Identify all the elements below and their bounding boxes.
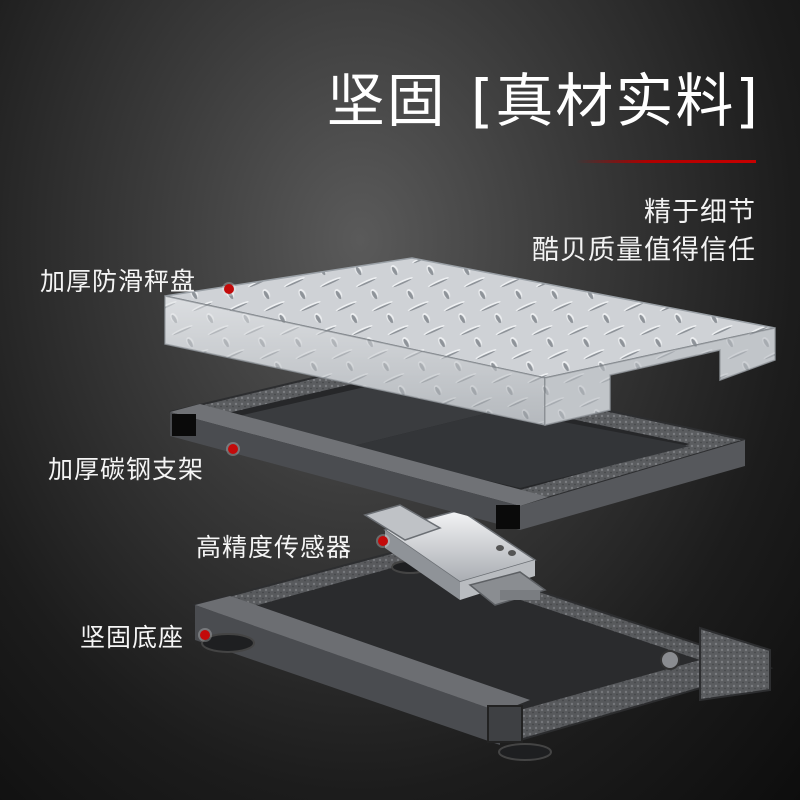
callout-label-frame: 加厚碳钢支架 — [48, 455, 205, 484]
headline-bracketed: [真材实料] — [470, 67, 760, 135]
callout-label-sensor: 高精度传感器 — [196, 533, 353, 562]
callout-label-plate: 加厚防滑秤盘 — [40, 267, 197, 296]
callout-marker-base — [200, 630, 210, 640]
tagline-line-2: 酷贝质量值得信任 — [532, 235, 756, 266]
callout-label-base: 坚固底座 — [80, 623, 185, 652]
tagline-line-1: 精于细节 — [644, 197, 756, 228]
callout-marker-frame — [228, 444, 238, 454]
load-cell-sensor — [363, 504, 547, 606]
headline: 坚固[真材实料] — [327, 72, 760, 130]
callout-marker-plate — [224, 284, 234, 294]
accent-divider — [576, 160, 756, 163]
carbon-steel-frame — [169, 360, 746, 530]
base-frame — [191, 546, 774, 761]
callout-marker-sensor — [378, 536, 388, 546]
headline-main: 坚固 — [326, 67, 447, 135]
tread-plate — [164, 257, 776, 426]
